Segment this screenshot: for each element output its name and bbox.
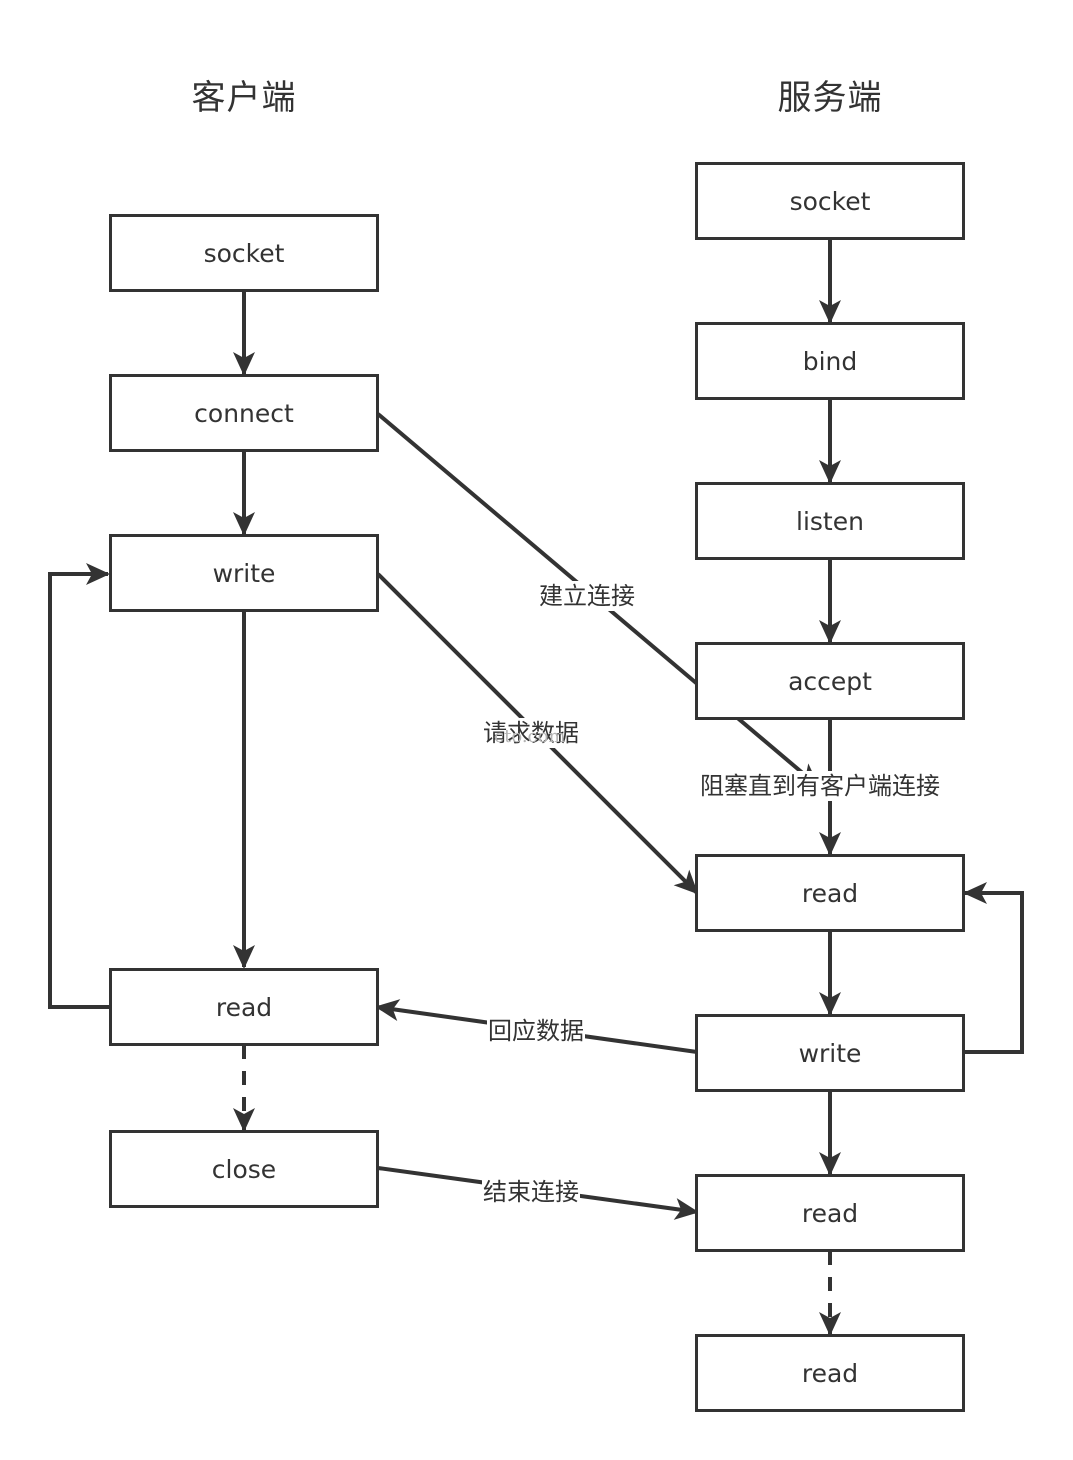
arrow-server-write-loop-read: [963, 882, 1024, 1054]
server-write-box: write: [695, 1014, 965, 1092]
label-blocking-until-connect: 阻塞直到有客户端连接: [699, 771, 941, 801]
label-establish-connection: 建立连接: [538, 581, 636, 611]
label-response-data: 回应数据: [487, 1016, 585, 1046]
label-request-data: 请求数据: [482, 718, 580, 748]
client-connect-box: connect: [109, 374, 379, 452]
server-bind-box: bind: [695, 322, 965, 400]
server-socket-box: socket: [695, 162, 965, 240]
label-end-connection: 结束连接: [482, 1177, 580, 1207]
server-listen-box: listen: [695, 482, 965, 560]
client-socket-box: socket: [109, 214, 379, 292]
client-write-box: write: [109, 534, 379, 612]
server-read-3-box: read: [695, 1334, 965, 1412]
client-title: 客户端: [191, 78, 297, 118]
server-title: 服务端: [777, 78, 883, 118]
server-read-2-box: read: [695, 1174, 965, 1252]
client-close-box: close: [109, 1130, 379, 1208]
server-accept-box: accept: [695, 642, 965, 720]
arrow-client-read-loop-write: [48, 563, 110, 1009]
client-read-box: read: [109, 968, 379, 1046]
watermark: cto.com: [494, 726, 566, 747]
server-read-box: read: [695, 854, 965, 932]
